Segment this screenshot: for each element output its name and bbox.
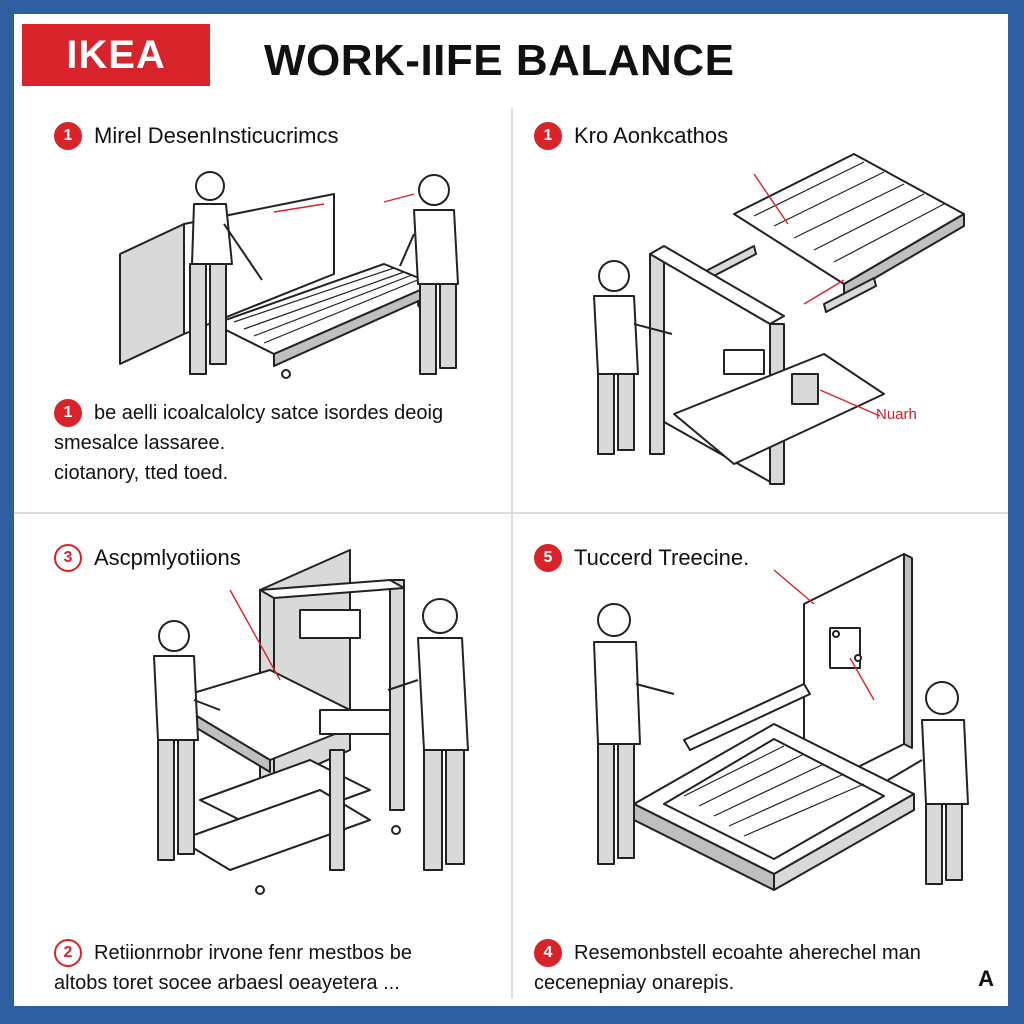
caption-line: ciotanory, tted toed.	[54, 462, 229, 484]
caption-line: Retiionrnobr irvone fenr mestbos be	[94, 942, 412, 964]
part-callout-label: Nuarh	[876, 406, 917, 423]
instruction-sheet: IKEA WORK-IIFE BALANCE 1 Mirel DesenInst…	[14, 14, 1008, 1006]
caption-number-badge: 1	[54, 399, 82, 427]
step-heading: Mirel DesenInsticucrimcs	[94, 123, 339, 148]
step-heading: Kro Aonkcathos	[574, 123, 729, 148]
panel-4-step: 5 Tuccerd Treecine.	[534, 544, 749, 572]
step-number-badge: 5	[534, 544, 562, 572]
caption-number-badge: 2	[54, 939, 82, 967]
caption-number-badge: 4	[534, 939, 562, 967]
page-title: WORK-IIFE BALANCE	[264, 36, 735, 85]
step-heading: Ascpmlyotiions	[94, 545, 241, 570]
caption-line: altobs toret socee arbaesl oeayetera ...	[54, 972, 400, 994]
panel-4-caption: 4 Resemonbstell ecoahte aherechel man ce…	[534, 938, 921, 998]
panel-3-step: 3 Ascpmlyotiions	[54, 544, 241, 572]
panel-1-step: 1 Mirel DesenInsticucrimcs	[54, 122, 339, 150]
step-number-badge: 1	[534, 122, 562, 150]
panel-1-illustration	[119, 171, 459, 379]
corner-mark: A	[978, 966, 994, 991]
panel-3-illustration	[153, 549, 469, 895]
panel-3-caption: 2 Retiionrnobr irvone fenr mestbos be al…	[54, 938, 412, 998]
caption-line: be aelli icoalcalolcy satce isordes deoi…	[94, 402, 444, 424]
panel-divider-horizontal	[14, 512, 1008, 514]
caption-line: smesalce lassaree.	[54, 432, 226, 454]
step-number-badge: 3	[54, 544, 82, 572]
panel-2-step: 1 Kro Aonkcathos	[534, 122, 728, 150]
panel-2-illustration	[593, 153, 965, 485]
panel-4-illustration	[593, 553, 969, 891]
panel-1-caption: 1 be aelli icoalcalolcy satce isordes de…	[54, 398, 443, 488]
step-heading: Tuccerd Treecine.	[574, 545, 750, 570]
caption-line: Resemonbstell ecoahte aherechel man	[574, 942, 921, 964]
step-number-badge: 1	[54, 122, 82, 150]
ikea-logo: IKEA	[22, 24, 210, 86]
panel-divider-vertical	[511, 108, 513, 998]
caption-line: cecenepniay onarepis.	[534, 972, 735, 994]
